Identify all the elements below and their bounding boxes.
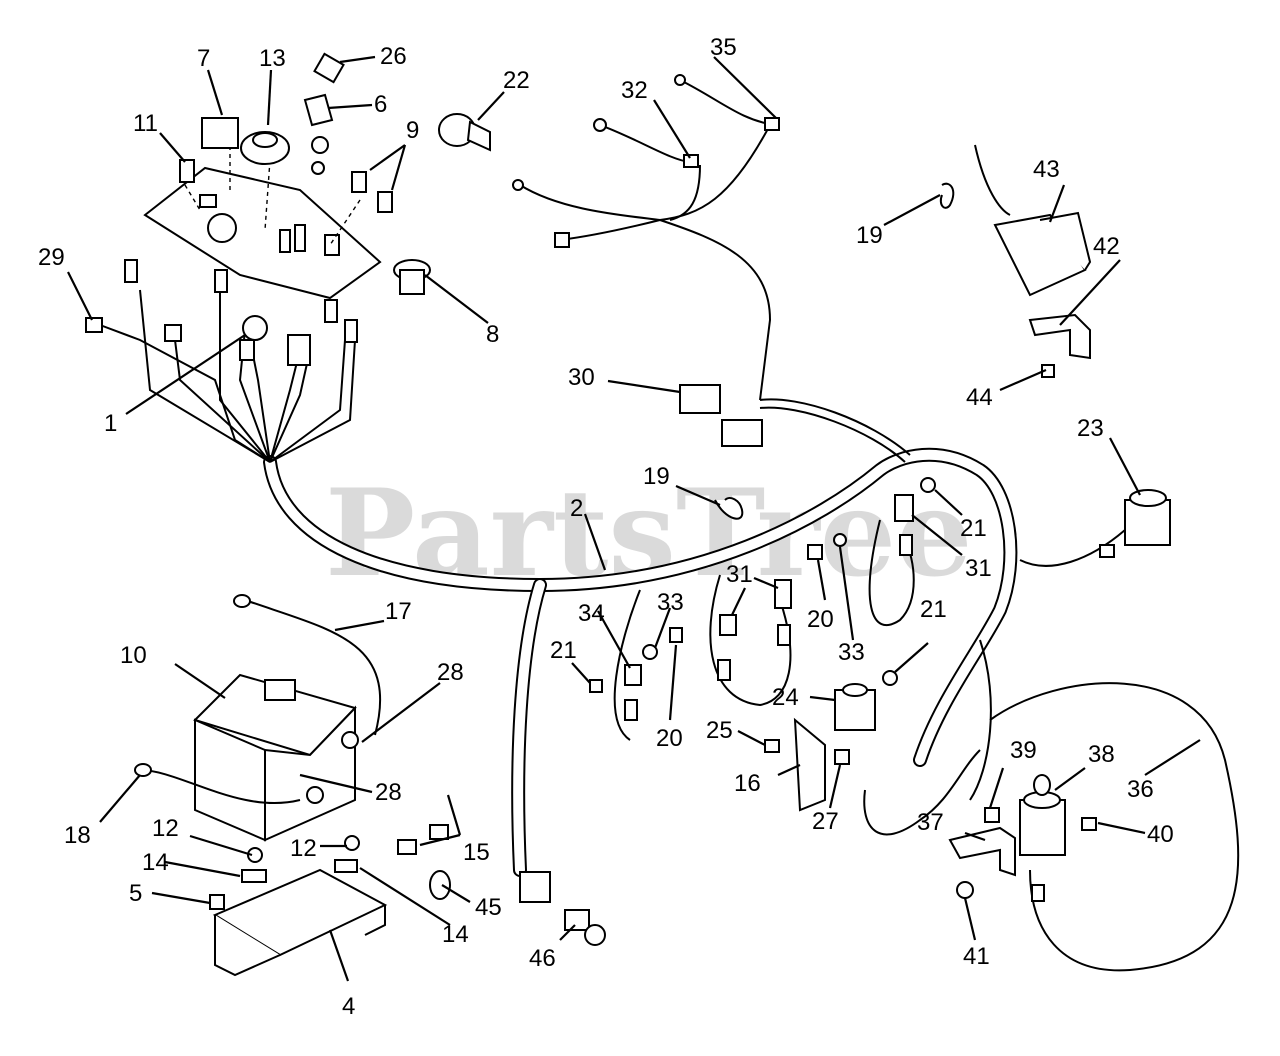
callout-25: 25 xyxy=(706,717,733,744)
callout-46: 46 xyxy=(529,945,556,972)
callout-21-mid: 21 xyxy=(920,596,947,623)
callout-42: 42 xyxy=(1093,233,1120,260)
battery-tray-4 xyxy=(212,868,388,977)
toggle-9b xyxy=(377,191,393,213)
main-wire-harness xyxy=(263,398,1018,877)
callout-1: 1 xyxy=(104,410,117,437)
callout-44: 44 xyxy=(966,384,993,411)
connector-46 xyxy=(519,871,606,946)
callout-22: 22 xyxy=(503,67,530,94)
connector-19b xyxy=(714,497,744,520)
callout-20-right: 20 xyxy=(807,606,834,633)
battery-10 xyxy=(134,594,382,842)
dash-plate xyxy=(143,130,382,300)
callout-33-left: 33 xyxy=(657,589,684,616)
coil-38 xyxy=(863,639,1240,972)
callout-18: 18 xyxy=(64,822,91,849)
callout-20-left: 20 xyxy=(656,725,683,752)
callout-28-upper: 28 xyxy=(437,659,464,686)
callout-5: 5 xyxy=(129,880,142,907)
switch-7 xyxy=(201,117,239,149)
callout-36: 36 xyxy=(1127,776,1154,803)
callout-19-upper: 19 xyxy=(856,222,883,249)
callout-35: 35 xyxy=(710,34,737,61)
dash-harness-branches xyxy=(99,285,356,463)
callout-12-left: 12 xyxy=(152,815,179,842)
callout-15: 15 xyxy=(463,839,490,866)
callout-19-mid: 19 xyxy=(643,463,670,490)
callout-7: 7 xyxy=(197,45,210,72)
callout-34: 34 xyxy=(578,600,605,627)
callout-39: 39 xyxy=(1010,737,1037,764)
callout-26: 26 xyxy=(380,43,407,70)
callout-4: 4 xyxy=(342,993,355,1020)
callout-32: 32 xyxy=(621,77,648,104)
grommet-1 xyxy=(242,315,268,341)
upper-harness xyxy=(512,74,780,401)
callout-14-left: 14 xyxy=(142,849,169,876)
callout-43: 43 xyxy=(1033,156,1060,183)
callout-31-mid: 31 xyxy=(726,561,753,588)
callout-40: 40 xyxy=(1147,821,1174,848)
callout-12-right: 12 xyxy=(290,835,317,862)
solenoid-23 xyxy=(1019,489,1171,567)
toggle-9a xyxy=(351,171,367,193)
callout-11: 11 xyxy=(133,110,158,137)
solenoid-24 xyxy=(793,683,876,812)
dash-components xyxy=(85,52,431,366)
horn-43 xyxy=(939,144,1092,360)
callout-21-right: 21 xyxy=(960,515,987,542)
callout-21-left: 21 xyxy=(550,637,577,664)
callout-24: 24 xyxy=(772,684,799,711)
callout-45: 45 xyxy=(475,894,502,921)
key-switch-6 xyxy=(303,93,334,127)
callout-38: 38 xyxy=(1088,741,1115,768)
key-26 xyxy=(313,52,345,84)
callout-9: 9 xyxy=(406,117,419,144)
callout-27: 27 xyxy=(812,808,839,835)
callout-10: 10 xyxy=(120,642,147,669)
callout-13: 13 xyxy=(259,45,286,72)
callout-14-right: 14 xyxy=(442,921,469,948)
callout-37: 37 xyxy=(917,809,944,836)
callout-41: 41 xyxy=(963,943,990,970)
connector-22 xyxy=(438,113,491,152)
relay-leads xyxy=(613,494,915,741)
connector-30 xyxy=(679,384,763,447)
callout-23: 23 xyxy=(1077,415,1104,442)
callout-28-lower: 28 xyxy=(375,779,402,806)
callout-labels: 7 13 26 6 9 11 22 35 32 43 19 42 29 8 44… xyxy=(38,34,1174,1020)
callout-30: 30 xyxy=(568,364,595,391)
hardware xyxy=(209,364,1097,910)
callout-2: 2 xyxy=(570,495,583,522)
callout-17: 17 xyxy=(385,598,412,625)
callout-31-right: 31 xyxy=(965,555,992,582)
callout-33-right: 33 xyxy=(838,639,865,666)
toggle-11 xyxy=(179,159,195,183)
callout-29: 29 xyxy=(38,244,65,271)
callout-16: 16 xyxy=(734,770,761,797)
leader-lines xyxy=(67,55,1201,982)
callout-6: 6 xyxy=(374,91,387,118)
callout-8: 8 xyxy=(486,321,499,348)
